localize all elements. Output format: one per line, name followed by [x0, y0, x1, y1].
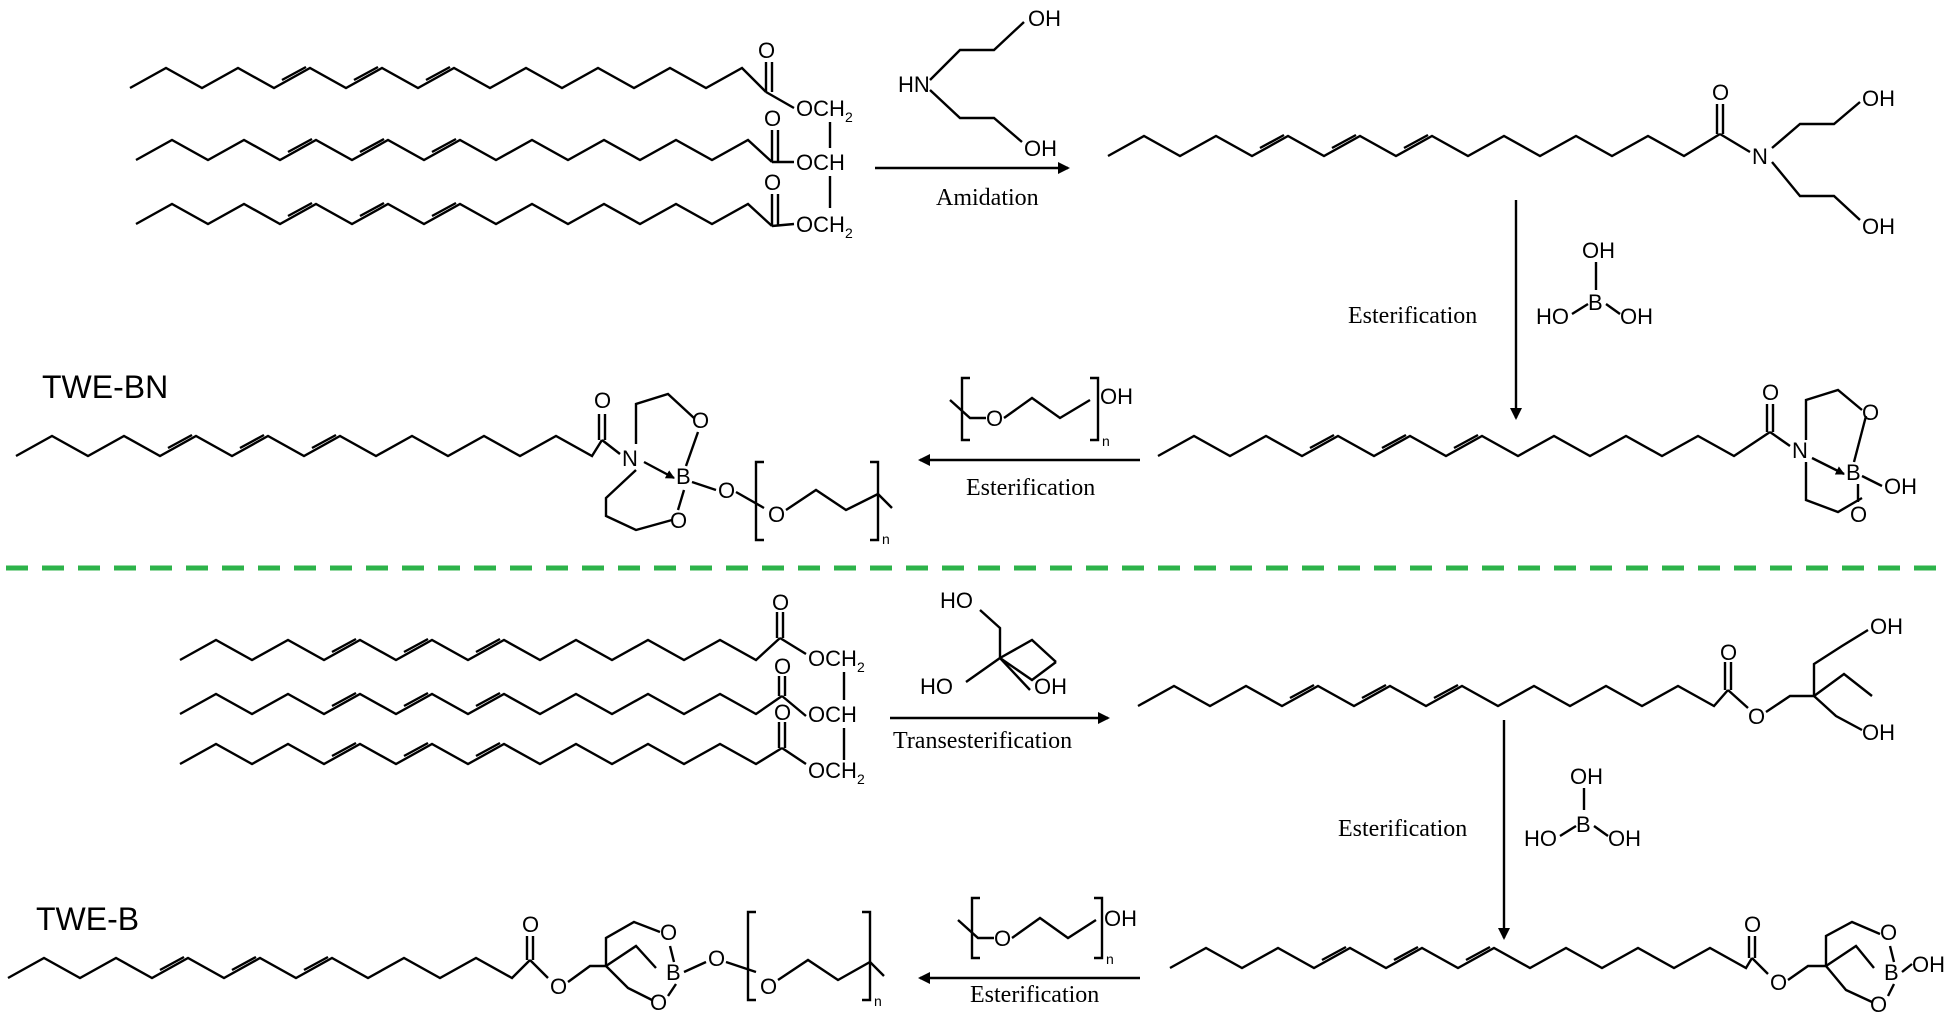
svg-text:HO: HO: [920, 674, 953, 699]
atom-O: O: [764, 106, 781, 131]
svg-text:OH: OH: [1870, 614, 1903, 639]
svg-text:O: O: [692, 408, 709, 433]
boric-acid-top: OH B HO OH: [1536, 238, 1653, 329]
transesterification-label: Transesterification: [893, 728, 1072, 754]
fatty-chain-2: [135, 138, 773, 163]
svg-text:O: O: [650, 990, 667, 1015]
svg-text:B: B: [1588, 290, 1603, 315]
atom-N: N: [1752, 144, 1768, 169]
svg-text:2: 2: [857, 771, 865, 787]
svg-text:O: O: [1744, 912, 1761, 937]
svg-text:OH: OH: [1100, 384, 1133, 409]
svg-text:HO: HO: [1524, 826, 1557, 851]
svg-text:OH: OH: [1104, 906, 1137, 931]
svg-text:OH: OH: [1862, 214, 1895, 239]
svg-text:O: O: [718, 478, 735, 503]
svg-text:O: O: [550, 974, 567, 999]
svg-text:O: O: [768, 502, 785, 527]
svg-text:OH: OH: [1912, 952, 1945, 977]
svg-text:HO: HO: [1536, 304, 1569, 329]
svg-text:OCH: OCH: [808, 646, 857, 671]
twe-b-structure: O O O O B O O n: [7, 910, 885, 1015]
fatty-chain-1: [129, 66, 767, 93]
esterification-label: Esterification: [1338, 816, 1467, 842]
svg-text:O: O: [760, 974, 777, 999]
triglyceride-bottom: O O O OCH 2 OCH OCH 2: [179, 590, 865, 787]
fatty-amide: O N OH OH: [1107, 80, 1895, 239]
borate-amide-intermediate: O N O O B OH: [1157, 380, 1917, 527]
svg-text:O: O: [522, 912, 539, 937]
tmp-ester: O O OH OH: [1137, 614, 1903, 745]
diethanolamine: HN OH OH: [898, 6, 1061, 161]
esterification-label: Esterification: [966, 475, 1095, 501]
svg-text:n: n: [874, 993, 882, 1009]
svg-text:N: N: [1792, 438, 1808, 463]
atom-HN: HN: [898, 72, 930, 97]
atom-O: O: [764, 170, 781, 195]
svg-text:OH: OH: [1620, 304, 1653, 329]
svg-text:n: n: [882, 531, 890, 547]
svg-text:OCH: OCH: [808, 758, 857, 783]
twe-bn-structure: O N O O B O O n: [15, 388, 893, 547]
svg-text:O: O: [660, 920, 677, 945]
svg-text:O: O: [772, 590, 789, 615]
svg-text:O: O: [994, 926, 1011, 951]
svg-text:n: n: [1106, 951, 1114, 967]
svg-text:O: O: [1880, 920, 1897, 945]
svg-text:O: O: [670, 508, 687, 533]
svg-text:O: O: [1720, 640, 1737, 665]
svg-text:O: O: [1712, 80, 1729, 105]
svg-text:O: O: [708, 946, 725, 971]
atom-OH: OH: [1028, 6, 1061, 31]
svg-text:O: O: [774, 700, 791, 725]
svg-text:B: B: [1576, 812, 1591, 837]
svg-text:O: O: [1770, 970, 1787, 995]
twe-bn-label: TWE-BN: [42, 369, 168, 405]
svg-text:O: O: [986, 406, 1003, 431]
svg-text:2: 2: [845, 225, 853, 241]
svg-text:N: N: [622, 446, 638, 471]
peg-reagent-bottom: O OH n: [957, 896, 1137, 967]
svg-text:O: O: [774, 654, 791, 679]
svg-text:OH: OH: [1862, 720, 1895, 745]
glyceride-OCH2-bottom: OCH: [796, 212, 845, 237]
svg-text:O: O: [1870, 992, 1887, 1017]
svg-text:OH: OH: [1884, 474, 1917, 499]
svg-text:OH: OH: [1034, 674, 1067, 699]
svg-text:OH: OH: [1570, 764, 1603, 789]
glyceride-OCH2-top: OCH: [796, 96, 845, 121]
svg-text:B: B: [666, 960, 681, 985]
twe-b-label: TWE-B: [36, 901, 139, 937]
peg-reagent-top: O OH n: [949, 376, 1133, 449]
boric-acid-bottom: OH B HO OH: [1524, 764, 1641, 851]
svg-text:HO: HO: [940, 588, 973, 613]
amidation-label: Amidation: [936, 185, 1039, 211]
svg-text:O: O: [594, 388, 611, 413]
svg-text:n: n: [1102, 433, 1110, 449]
atom-OH: OH: [1024, 136, 1057, 161]
triglyceride-top: O O O OCH 2 OCH OCH 2: [129, 38, 853, 241]
svg-text:OCH: OCH: [808, 702, 857, 727]
esterification-label: Esterification: [970, 982, 1099, 1008]
svg-text:2: 2: [845, 109, 853, 125]
svg-text:OH: OH: [1582, 238, 1615, 263]
glyceride-OCH: OCH: [796, 150, 845, 175]
svg-text:2: 2: [857, 659, 865, 675]
svg-text:OH: OH: [1608, 826, 1641, 851]
svg-text:O: O: [1748, 704, 1765, 729]
svg-text:B: B: [676, 464, 691, 489]
svg-text:B: B: [1884, 960, 1899, 985]
trimethylolpropane: HO HO OH: [920, 588, 1067, 699]
atom-O: O: [758, 38, 775, 63]
svg-text:O: O: [1762, 380, 1779, 405]
bicyclic-borate-intermediate: O O O O B OH: [1169, 912, 1945, 1017]
svg-text:OH: OH: [1862, 86, 1895, 111]
svg-text:O: O: [1850, 502, 1867, 527]
svg-text:B: B: [1846, 460, 1861, 485]
fatty-chain-3: [135, 202, 773, 227]
esterification-label: Esterification: [1348, 303, 1477, 329]
